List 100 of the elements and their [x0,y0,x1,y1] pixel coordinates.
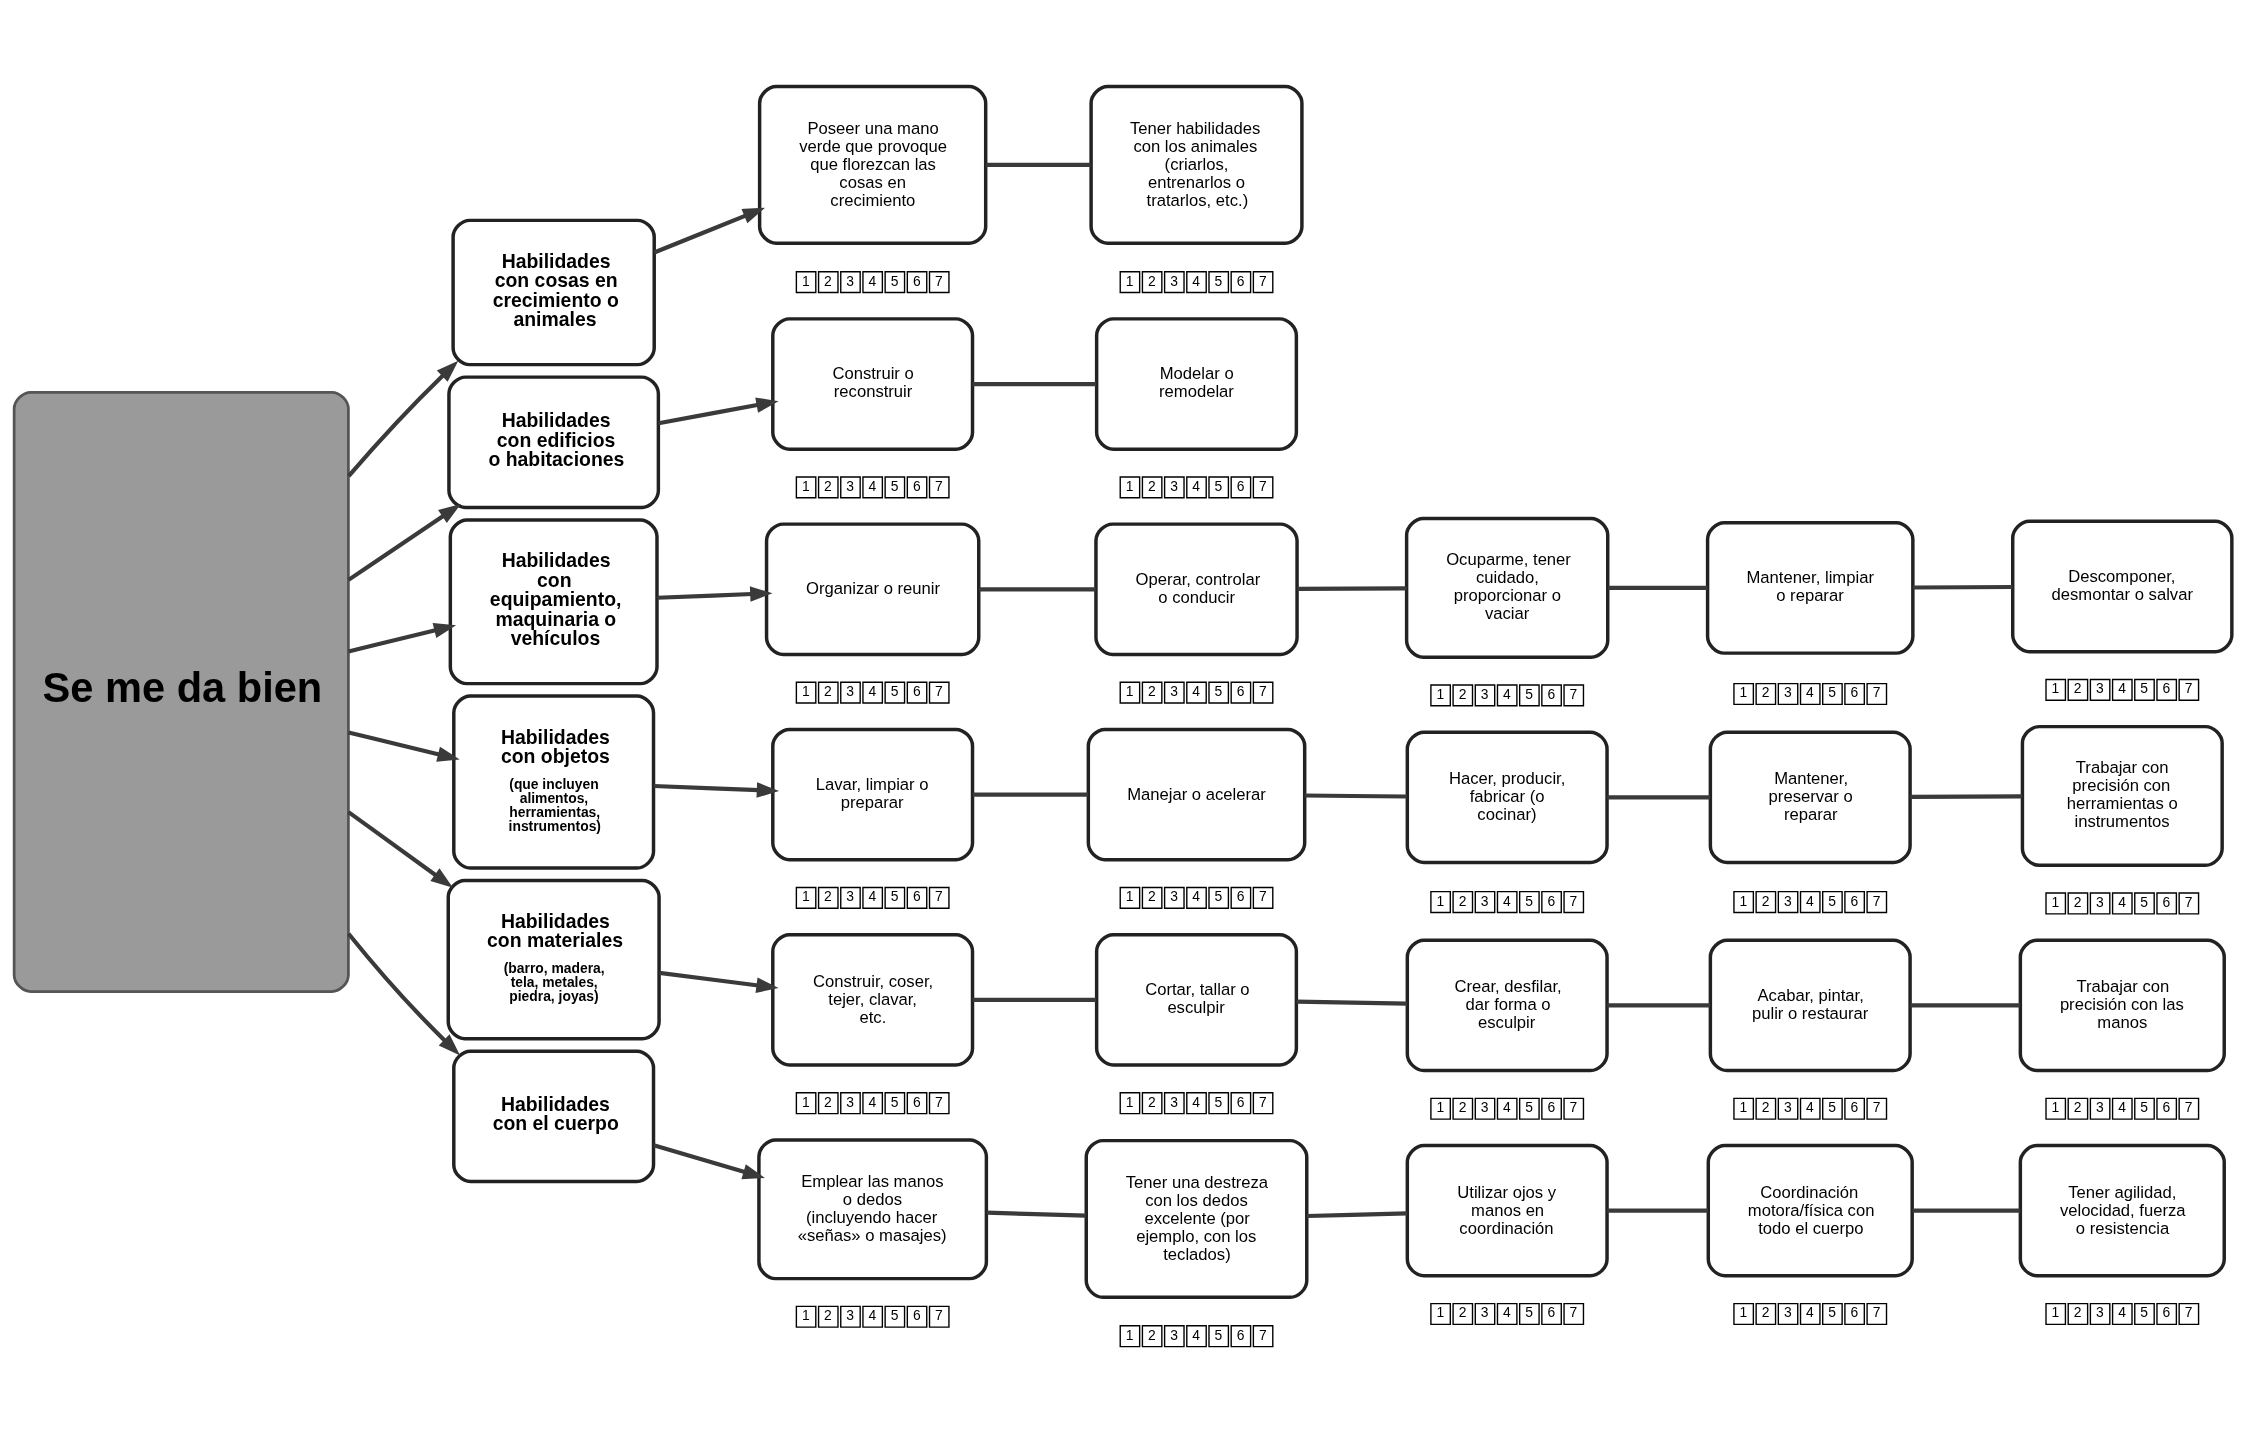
node-label: 5 [890,682,899,699]
node-label: 4 [1806,1303,1814,1320]
node-label: 3 [1783,1098,1792,1115]
node-label: 5 [890,1093,899,1110]
node-label: 2 [2073,679,2082,696]
node-label: 1 [1739,683,1748,700]
node-label: 5 [1214,682,1223,699]
node-label: 4 [1503,1303,1511,1320]
node-label: 5 [2140,1098,2149,1115]
node-label: 4 [1192,272,1201,289]
node-label: 6 [1850,1098,1859,1115]
node-label: 2 [824,272,832,289]
node-label: 7 [935,1093,943,1110]
node-label: 1 [1739,1098,1748,1115]
node-label: 7 [1872,1303,1881,1320]
node-label: 2 [1761,683,1770,700]
node-label: 5 [1525,685,1533,702]
node-label: 6 [912,887,921,904]
node-label: 6 [912,682,921,699]
node-label: 1 [1739,1303,1748,1320]
node-label: 7 [1258,887,1267,904]
node-label: 1 [801,477,810,494]
node-label: 4 [1503,685,1511,702]
node-label: 3 [846,887,855,904]
node-label: 4 [868,477,877,494]
node-label: 2 [1147,272,1156,289]
node-label: 5 [1828,1303,1836,1320]
node-label: 3 [1480,685,1489,702]
node-label: 4 [1806,1098,1814,1115]
node-label: 3 [2095,1303,2104,1320]
node-label: 4 [1503,1098,1511,1115]
node-label: 6 [2162,1098,2171,1115]
node-label: 5 [890,477,899,494]
node-label: 2 [1761,892,1770,909]
node-label: 1 [1125,1093,1134,1110]
node-label: 6 [912,1093,921,1110]
node-label: 4 [1192,477,1201,494]
node-label: 3 [2095,679,2104,696]
node-label: 3 [2095,1098,2104,1115]
node-label: 6 [1850,892,1859,909]
node-label: 6 [912,1306,921,1323]
node-label: 4 [1192,887,1201,904]
node-label: 4 [868,272,877,289]
node-label: 7 [1569,685,1578,702]
node-label: 4 [1503,892,1511,909]
node-label: 2 [1147,477,1156,494]
node-label: 1 [801,1093,810,1110]
node-label: 1 [1125,272,1134,289]
node-label: 3 [846,1306,855,1323]
node-label: 2 [2073,1303,2082,1320]
node-label: 5 [1525,1303,1533,1320]
node-label: 2 [1147,1326,1156,1343]
node-label: 2 [824,887,832,904]
node-label: 1 [1125,1326,1134,1343]
node-label: 5 [1828,683,1836,700]
node-label: 2 [1458,892,1467,909]
node-label: 6 [1236,1093,1245,1110]
node-label: 1 [1436,892,1445,909]
node-label: 3 [2095,893,2104,910]
node-label: 6 [1236,887,1245,904]
node-label: 5 [1214,887,1223,904]
node-label: 7 [1872,892,1881,909]
node-label: 2 [824,682,832,699]
node-label: 3 [846,1093,855,1110]
node-label: 1 [2051,679,2060,696]
node-label: 3 [1783,892,1792,909]
node-label: 6 [1236,477,1245,494]
node-label: 6 [912,477,921,494]
node-label: 7 [2184,679,2193,696]
node-label: 1 [1436,1098,1445,1115]
node-label: 2 [824,477,832,494]
node-label: 5 [1214,1326,1223,1343]
node-label: 1 [1125,887,1134,904]
node-label: 2 [2073,1098,2082,1115]
node-label: 5 [890,272,899,289]
node-label: 3 [1170,887,1178,904]
node-label: 4 [2118,1303,2126,1320]
node-label: 1 [1125,477,1134,494]
node-label: 5 [1214,1093,1223,1110]
node-label: 7 [935,887,943,904]
node-label: 3 [1480,1098,1489,1115]
node-label: 3 [1170,272,1178,289]
node-label: 2 [1761,1098,1770,1115]
node-label: 2 [1458,685,1467,702]
node-label: 5 [1525,892,1533,909]
node-label: 7 [1258,682,1267,699]
node-label: 3 [1170,1326,1178,1343]
node-label: 6 [1850,683,1859,700]
node-label: 3 [1480,1303,1489,1320]
node-label: 6 [1547,1098,1556,1115]
node-label: 3 [1170,682,1178,699]
node-label: 6 [1236,1326,1245,1343]
node-label: 5 [890,887,899,904]
node-label: 6 [1850,1303,1859,1320]
node-label: 5 [1828,1098,1836,1115]
node-label: 1 [2051,1098,2060,1115]
node-label: 5 [2140,679,2149,696]
node-label: 6 [2162,679,2171,696]
node-label: 3 [846,272,855,289]
node-label: 3 [1170,477,1178,494]
